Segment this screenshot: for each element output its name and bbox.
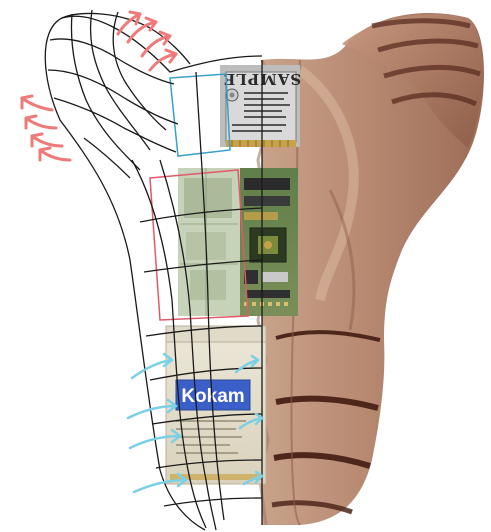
expand-arrow-icon: [142, 32, 170, 56]
expand-arrow-icon: [22, 96, 52, 110]
expand-arrow-icon: [32, 134, 62, 146]
circuit-board: [178, 168, 298, 316]
expand-arrow-icon: [150, 50, 176, 70]
wifi-card: SAMPLE: [220, 65, 301, 147]
expansion-arrows: [22, 12, 176, 160]
expand-arrow-icon: [128, 18, 156, 42]
expand-arrow-icon: [26, 116, 56, 128]
expand-arrow-icon: [40, 148, 70, 160]
